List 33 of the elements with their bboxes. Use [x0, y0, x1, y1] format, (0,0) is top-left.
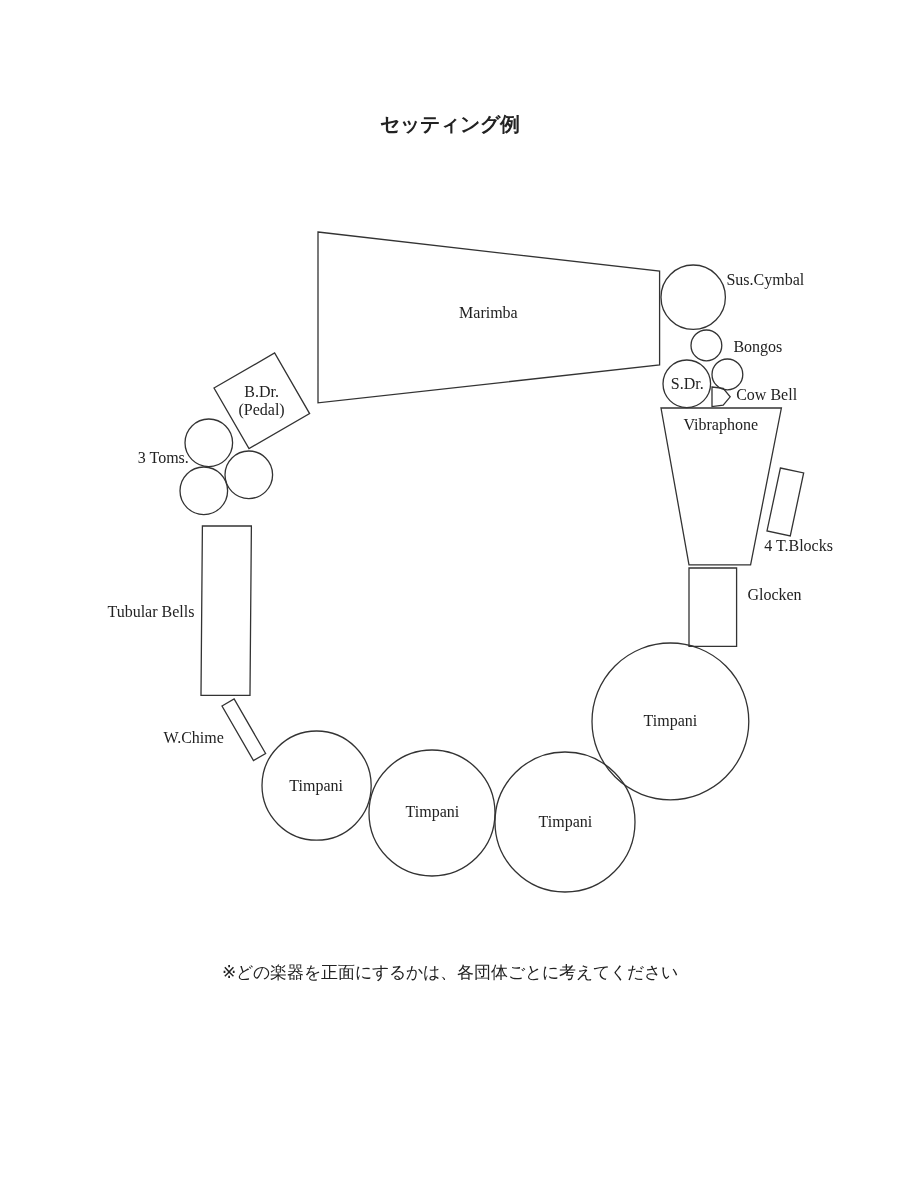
instrument-label: Glocken [747, 586, 802, 604]
bongo-circle [691, 329, 723, 361]
marimba-trapezoid [317, 231, 660, 403]
timpani-circle [369, 749, 496, 876]
instrument-label: 3 Toms. [137, 448, 189, 467]
instrument-label: Timpani [405, 803, 460, 822]
snare-drum-circle [663, 360, 711, 408]
note-text: ※どの楽器を正面にするかは、各団体ごとに考えてください [220, 961, 680, 984]
instrument-label: Bongos [733, 338, 783, 357]
timpani-circle [592, 643, 749, 800]
instrument-label: Marimba [459, 303, 518, 323]
temple-blocks-rect [766, 467, 804, 536]
page-title: セッティング例 [379, 111, 521, 139]
glockenspiel-rect [688, 567, 737, 646]
timpani-circle [495, 752, 636, 893]
cymbal-circle [660, 265, 725, 330]
instrument-label: Sus.Cymbal [726, 271, 805, 289]
cowbell-shape [712, 387, 731, 407]
instrument-label: Tubular Bells [107, 602, 195, 621]
tubular-bells-rect [201, 525, 252, 695]
bongo-circle [712, 359, 744, 390]
instrument-label: B.Dr. (Pedal) [237, 382, 286, 420]
instrument-label: S.Dr. [670, 375, 704, 394]
instrument-label: 4 T.Blocks [764, 537, 833, 555]
instrument-label: Vibraphone [683, 416, 759, 435]
instrument-label: W.Chime [163, 728, 224, 747]
instrument-label: Timpani [289, 776, 343, 796]
instrument-label: Cow Bell [736, 385, 798, 404]
instrument-label: Timpani [643, 712, 698, 731]
instrument-label: Timpani [538, 813, 593, 832]
tom-circle [180, 466, 228, 515]
timpani-circle [261, 731, 371, 841]
tom-circle [225, 451, 273, 499]
